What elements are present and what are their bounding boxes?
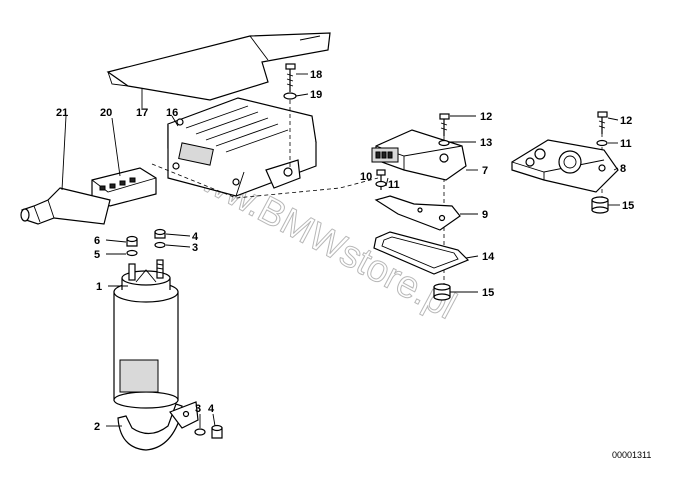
label-6: 6 bbox=[94, 235, 100, 247]
label-15-center: 15 bbox=[482, 287, 494, 299]
label-14: 14 bbox=[482, 251, 495, 263]
cover-part-17 bbox=[106, 32, 331, 101]
label-3-lower: 3 bbox=[195, 403, 201, 415]
rubber-mount-part-15-center bbox=[433, 283, 451, 301]
connector-plug-part-20 bbox=[91, 167, 157, 207]
label-12-center: 12 bbox=[480, 111, 492, 123]
label-19: 19 bbox=[310, 89, 322, 101]
nut-part-4-lower bbox=[211, 424, 223, 439]
label-17: 17 bbox=[136, 107, 148, 119]
label-20: 20 bbox=[100, 107, 112, 119]
label-16: 16 bbox=[166, 107, 178, 119]
label-11-right: 11 bbox=[620, 138, 632, 150]
part-labels: 21 20 17 16 18 19 12 13 7 10 11 9 14 15 … bbox=[56, 69, 634, 433]
screw-part-18 bbox=[285, 63, 296, 92]
label-12-right: 12 bbox=[620, 115, 632, 127]
washer-part-3-lower bbox=[194, 428, 206, 436]
label-9: 9 bbox=[482, 209, 488, 221]
gasket-part-14 bbox=[373, 231, 470, 275]
washer-part-11-center bbox=[375, 180, 387, 188]
washer-part-13 bbox=[438, 139, 450, 147]
label-1: 1 bbox=[96, 281, 102, 293]
ignition-coil-part-1 bbox=[113, 259, 179, 409]
nut-part-4-upper bbox=[154, 228, 166, 239]
washer-part-19 bbox=[283, 92, 297, 100]
rubber-boot-part-21 bbox=[20, 187, 111, 225]
washer-part-3-upper bbox=[154, 241, 166, 249]
heat-plate-part-9 bbox=[374, 195, 461, 231]
label-13: 13 bbox=[480, 137, 492, 149]
label-18: 18 bbox=[310, 69, 322, 81]
screw-part-12-right bbox=[597, 111, 608, 134]
label-21: 21 bbox=[56, 107, 68, 119]
label-3-upper: 3 bbox=[192, 242, 198, 254]
nut-part-6 bbox=[126, 235, 138, 247]
ignition-module-part-8 bbox=[511, 139, 619, 193]
label-4-upper: 4 bbox=[192, 231, 199, 243]
washer-part-11-right bbox=[596, 139, 608, 147]
label-2: 2 bbox=[94, 421, 100, 433]
label-7: 7 bbox=[482, 165, 488, 177]
leader-lines bbox=[61, 73, 620, 428]
label-15-right: 15 bbox=[622, 200, 634, 212]
label-4-lower: 4 bbox=[208, 403, 215, 415]
ignition-module-part-7 bbox=[371, 129, 467, 181]
washer-part-5 bbox=[126, 249, 138, 257]
rubber-mount-part-15-right bbox=[591, 196, 609, 214]
diagram-reference-number: 00001311 bbox=[612, 450, 651, 460]
label-11-center: 11 bbox=[388, 179, 400, 191]
label-8: 8 bbox=[620, 163, 626, 175]
label-10: 10 bbox=[360, 171, 372, 183]
screw-part-12-center bbox=[439, 113, 450, 136]
bracket-part-2 bbox=[117, 401, 199, 451]
control-unit-part-16 bbox=[167, 97, 317, 197]
label-5: 5 bbox=[94, 249, 100, 261]
